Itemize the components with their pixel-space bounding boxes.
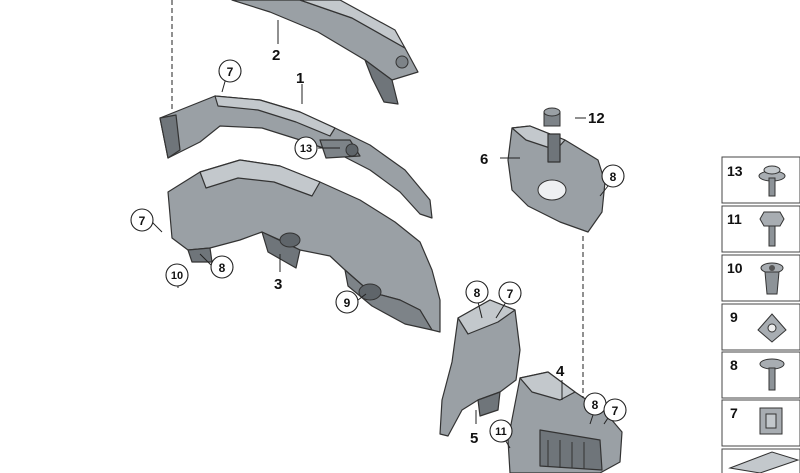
svg-text:10: 10 — [171, 270, 183, 282]
ref-circle-11: 11 — [489, 419, 513, 443]
svg-text:11: 11 — [495, 426, 507, 438]
svg-text:7: 7 — [139, 214, 146, 228]
callout-6: 6 — [480, 151, 488, 168]
svg-text:7: 7 — [612, 404, 619, 418]
legend-row[interactable]: 8 — [721, 351, 800, 399]
fastener-legend: 13 11 10 — [721, 156, 800, 473]
ref-circle-7: 7 — [130, 208, 154, 232]
svg-text:13: 13 — [300, 143, 312, 155]
legend-row-partial — [721, 448, 800, 473]
svg-text:7: 7 — [227, 65, 234, 79]
part-5-vertical-panel[interactable] — [439, 299, 521, 437]
legend-row[interactable]: 9 — [721, 303, 800, 351]
legend-row[interactable]: 11 — [721, 205, 800, 253]
ref-circle-8: 8 — [601, 164, 625, 188]
callout-3: 3 — [274, 276, 282, 293]
clip-nut-icon — [759, 407, 783, 435]
part-6-bracket[interactable] — [507, 125, 606, 233]
hex-bolt-icon — [759, 211, 785, 247]
callout-5: 5 — [470, 430, 478, 447]
svg-text:9: 9 — [344, 296, 351, 310]
part-12-nut[interactable] — [543, 107, 561, 127]
ref-circle-9: 9 — [335, 290, 359, 314]
ref-circle-10: 10 — [165, 263, 189, 287]
ref-circle-8: 8 — [583, 392, 607, 416]
callout-1: 1 — [296, 70, 304, 87]
screw-washer-icon — [758, 165, 786, 197]
callout-2: 2 — [272, 47, 280, 64]
svg-text:10: 10 — [727, 260, 743, 276]
legend-row[interactable]: 13 — [721, 156, 800, 204]
ref-circle-7: 7 — [498, 281, 522, 305]
spring-nut-icon — [757, 313, 787, 343]
svg-text:8: 8 — [474, 286, 481, 300]
part-1-upper-rail[interactable] — [159, 95, 433, 219]
legend-row[interactable]: 7 — [721, 399, 800, 447]
svg-text:8: 8 — [592, 398, 599, 412]
ref-circle-13: 13 — [294, 136, 318, 160]
plastic-screw-icon — [759, 358, 785, 391]
svg-text:7: 7 — [507, 287, 514, 301]
part-2-cross-member[interactable] — [231, 0, 419, 105]
svg-text:8: 8 — [219, 261, 226, 275]
ref-circle-8: 8 — [465, 280, 489, 304]
part-4-lower-bracket[interactable] — [507, 371, 623, 473]
part-3-wheel-arch-panel[interactable] — [167, 159, 441, 333]
svg-text:8: 8 — [610, 170, 617, 184]
callout-12: 12 — [588, 110, 605, 127]
legend-row[interactable]: 10 — [721, 254, 800, 302]
ref-circle-7: 7 — [218, 59, 242, 83]
svg-text:9: 9 — [730, 309, 738, 325]
ref-circle-8: 8 — [210, 255, 234, 279]
callout-4: 4 — [556, 363, 565, 380]
expanding-rivet-icon — [760, 262, 784, 295]
ref-circle-7: 7 — [603, 398, 627, 422]
svg-text:13: 13 — [727, 163, 743, 179]
svg-text:7: 7 — [730, 405, 738, 421]
svg-text:11: 11 — [727, 211, 742, 227]
svg-text:8: 8 — [730, 357, 738, 373]
